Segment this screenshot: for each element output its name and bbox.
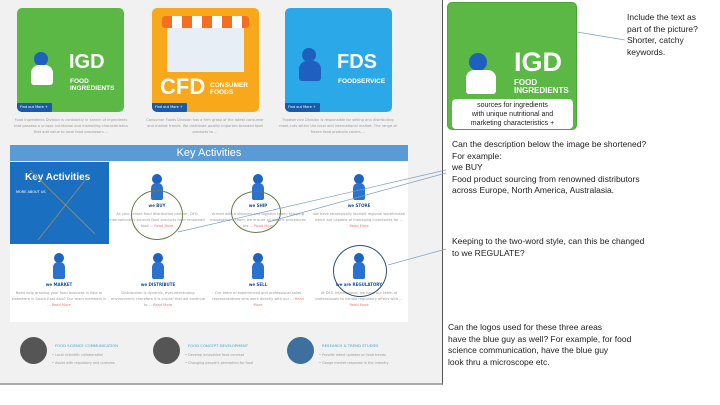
tile-abbr: CFD [160, 74, 206, 99]
blue-guy-chef-icon [297, 48, 323, 82]
computer-icon [287, 337, 314, 364]
find-out-more-button[interactable]: Find out More + [152, 103, 187, 112]
tile-name: FOODSERVICE [338, 78, 386, 85]
read-more-link[interactable]: Read More [153, 303, 173, 307]
food-area-title: FOOD SCIENCE COMMUNICATION [55, 343, 119, 348]
comment-logos: Can the logos used for these three areas… [448, 322, 632, 367]
box-title: Key Activities [25, 172, 91, 183]
find-out-more-button[interactable]: Find out More + [17, 103, 52, 112]
tile-abbr: IGD [69, 51, 105, 73]
blue-guy-icon [150, 253, 166, 279]
annotation-circle-ship [231, 191, 281, 233]
concept-icon [153, 337, 180, 364]
read-more-link[interactable]: Read More [51, 303, 71, 307]
tile-abbr: FDS [337, 51, 377, 73]
key-activities-header: Key Activities [10, 145, 408, 161]
more-about-us-link[interactable]: MORE ABOUT US [16, 190, 46, 194]
blue-guy-icon [464, 53, 498, 95]
division-tile-fds[interactable]: FDS FOODSERVICE Find out More + [285, 8, 392, 112]
activity-text: Our team of experienced and professional… [212, 291, 304, 307]
division-description: Food Ingredients Division is constantly … [14, 118, 128, 134]
annotation-circle-regulatory [333, 245, 387, 297]
activity-text: Distribution is dynamic, ever-demanding … [111, 291, 205, 307]
division-description: Foodservice Division is responsible for … [279, 118, 397, 134]
activity-label: we MARKET [45, 282, 73, 287]
food-area-bullets: • Provide latest updates on food trends•… [319, 353, 389, 365]
shop-awning-icon [162, 16, 249, 28]
activity-label: we STORE [347, 203, 371, 208]
activity-market[interactable]: we MARKET Need help growing your food bus… [11, 253, 107, 308]
food-area-concept: FOOD CONCEPT DEVELOPMENT • Develop innova… [133, 337, 267, 367]
microscope-icon [20, 337, 47, 364]
food-area-bullets: • Develop innovative food concept• Chang… [185, 353, 254, 365]
shop-window-icon [167, 28, 244, 72]
find-out-more-button[interactable]: Find out More + [285, 103, 320, 112]
activity-text: We have strategically located regional w… [313, 212, 405, 228]
read-more-link[interactable]: Read More [349, 224, 369, 228]
food-area-title: RESEARCH & TREND STUDIES [322, 343, 379, 348]
cross-out-mark [29, 169, 96, 241]
key-activities-box: Key Activities MORE ABOUT US [10, 162, 109, 244]
read-more-link[interactable]: Read More [349, 303, 369, 307]
comment-shorten-description: Can the description below the image be s… [452, 139, 647, 195]
activity-label: we DISTRIBUTE [140, 282, 176, 287]
food-area-bullets: • Local scientific collaboration• Assist… [52, 353, 115, 365]
food-area-science: FOOD SCIENCE COMMUNICATION • Local scient… [0, 337, 134, 367]
blue-guy-icon [351, 174, 367, 200]
blue-guy-icon [29, 52, 55, 86]
comment-regulate: Keeping to the two-word style, can this … [452, 236, 645, 258]
activity-text: Need help growing your food business in … [11, 291, 107, 307]
food-area-research: RESEARCH & TREND STUDIES • Provide latest… [267, 337, 401, 367]
tile-abbr: IGD [514, 47, 563, 77]
blue-guy-icon [250, 253, 266, 279]
read-more-link[interactable]: Read More [253, 297, 304, 307]
activity-sell[interactable]: we SELL Our team of experienced and profe… [210, 253, 306, 308]
annotation-circle-buy [131, 190, 183, 240]
blue-guy-icon [51, 253, 67, 279]
food-area-title: FOOD CONCEPT DEVELOPMENT [188, 343, 249, 348]
activity-store[interactable]: we STORE We have strategically located re… [311, 174, 407, 229]
activity-label: we SELL [248, 282, 268, 287]
division-description: Consumer Foods Division has a firm grasp… [146, 118, 264, 134]
activity-distribute[interactable]: we DISTRIBUTE Distribution is dynamic, ev… [110, 253, 206, 308]
